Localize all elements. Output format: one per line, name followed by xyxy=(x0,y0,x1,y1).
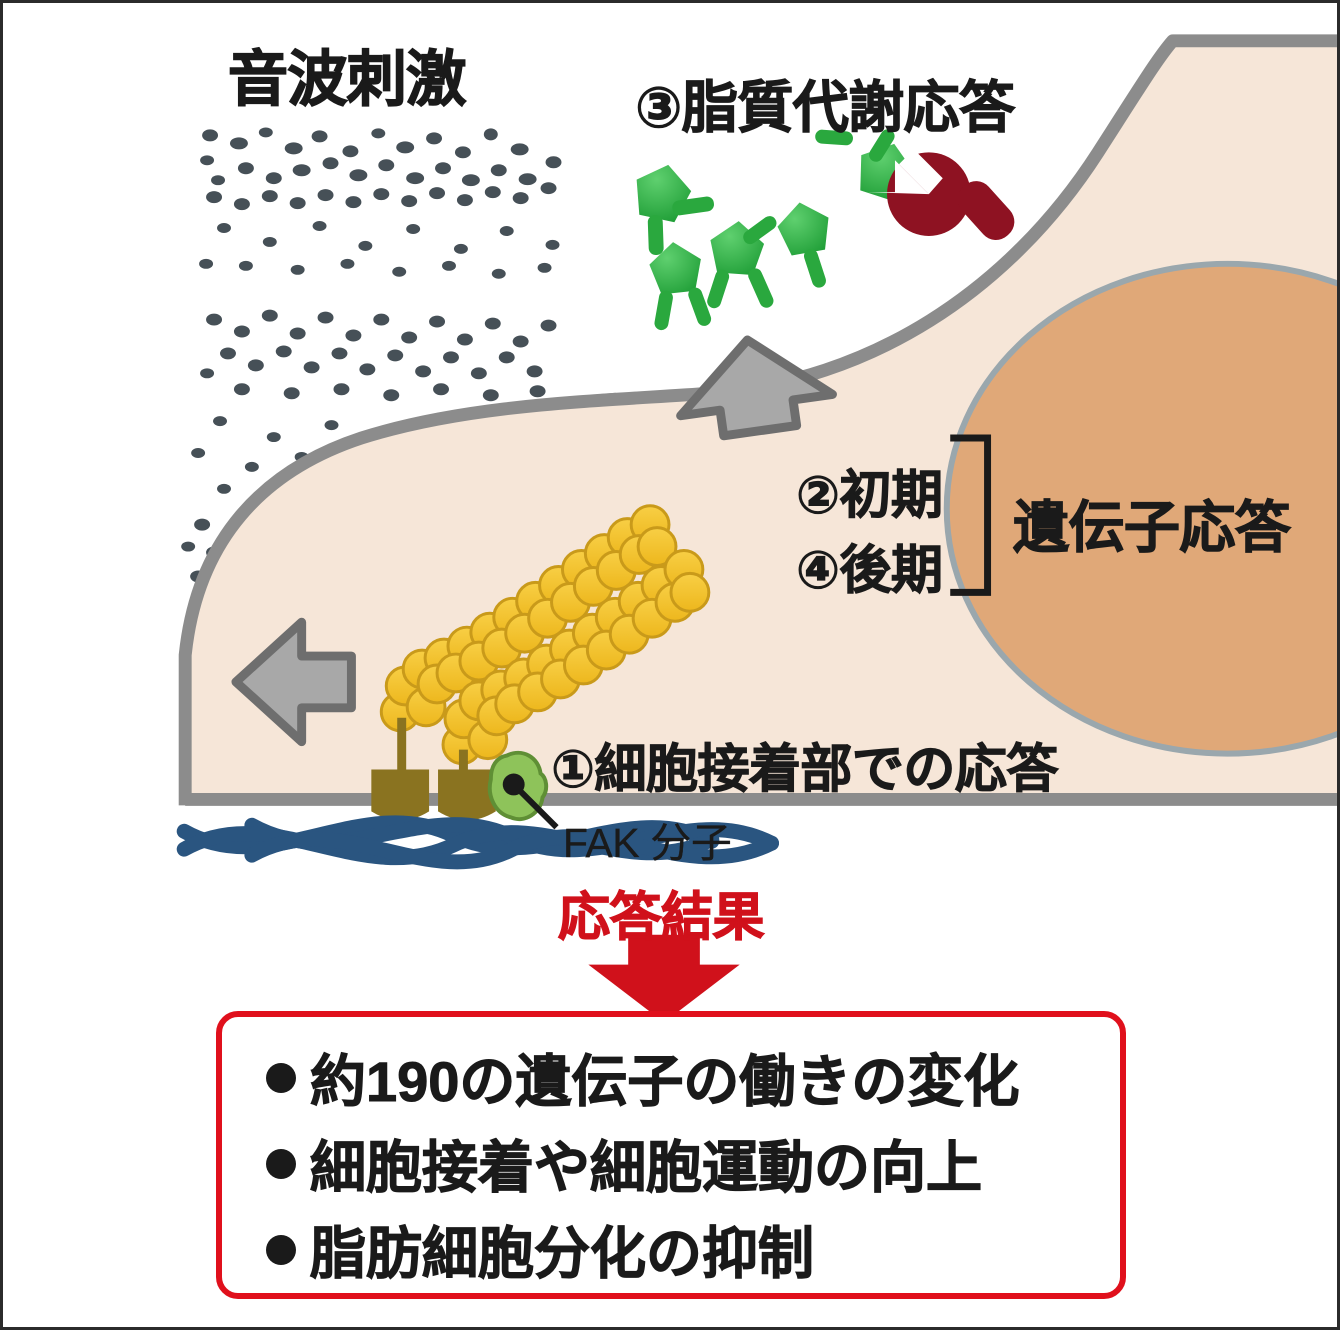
lipid-response-label: ③脂質代謝応答 xyxy=(634,75,1015,139)
arrow-left-icon xyxy=(231,617,356,747)
result-item-text: 脂肪細胞分化の抑制 xyxy=(310,1222,815,1286)
fak-molecule xyxy=(487,750,559,830)
arrow-up-icon xyxy=(676,335,837,441)
sound-stimulus-label: 音波刺激 xyxy=(227,45,467,113)
cell-nucleus xyxy=(943,260,1337,757)
result-heading-label: 応答結果 xyxy=(557,888,765,947)
early-phase-label: ②初期 xyxy=(795,467,943,526)
gene-response-label: 遺伝子応答 xyxy=(1012,495,1291,559)
fak-molecule-label: FAK 分子 xyxy=(563,820,732,866)
bullet-dot-icon xyxy=(266,1062,296,1093)
diagram-illustration xyxy=(176,34,1337,1023)
actin-stress-fibers xyxy=(379,504,711,778)
lipid-ligand-molecules xyxy=(636,129,915,331)
late-phase-label: ④後期 xyxy=(795,542,943,601)
results-box: 約190の遺伝子の働きの変化 細胞接着や細胞運動の向上 脂肪細胞分化の抑制 xyxy=(216,1011,1126,1299)
ecm-fibers xyxy=(176,815,780,870)
bullet-dot-icon xyxy=(266,1234,296,1265)
result-item-text: 細胞接着や細胞運動の向上 xyxy=(310,1136,983,1200)
result-item: 脂肪細胞分化の抑制 xyxy=(266,1209,815,1290)
arrow-down-icon xyxy=(588,934,740,1023)
adhesion-response-label: ①細胞接着部での応答 xyxy=(551,741,1059,800)
bullet-dot-icon xyxy=(266,1148,296,1179)
bracket-icon xyxy=(950,434,992,596)
result-item: 細胞接着や細胞運動の向上 xyxy=(266,1123,983,1204)
result-item-text: 約190の遺伝子の働きの変化 xyxy=(309,1050,1020,1114)
focal-adhesion-plaques xyxy=(371,769,496,821)
result-item: 約190の遺伝子の働きの変化 xyxy=(266,1037,1020,1118)
membrane-receptor xyxy=(867,149,1015,240)
